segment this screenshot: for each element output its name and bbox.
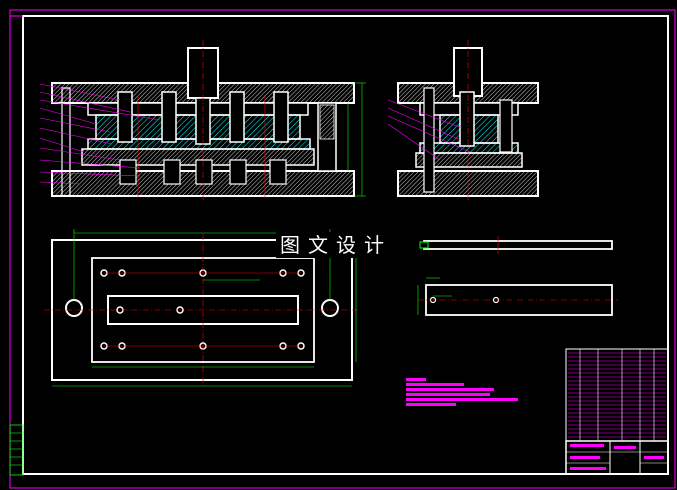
inner-border bbox=[22, 15, 669, 475]
side-section-view bbox=[387, 40, 539, 200]
watermark-text: 图文设计 bbox=[276, 232, 396, 258]
strip-views bbox=[417, 236, 618, 316]
front-section-view bbox=[39, 40, 366, 200]
technical-notes bbox=[406, 378, 518, 406]
binding-strip bbox=[9, 424, 24, 476]
parts-list bbox=[565, 348, 669, 442]
title-block bbox=[565, 440, 669, 475]
outer-frame bbox=[9, 9, 676, 489]
